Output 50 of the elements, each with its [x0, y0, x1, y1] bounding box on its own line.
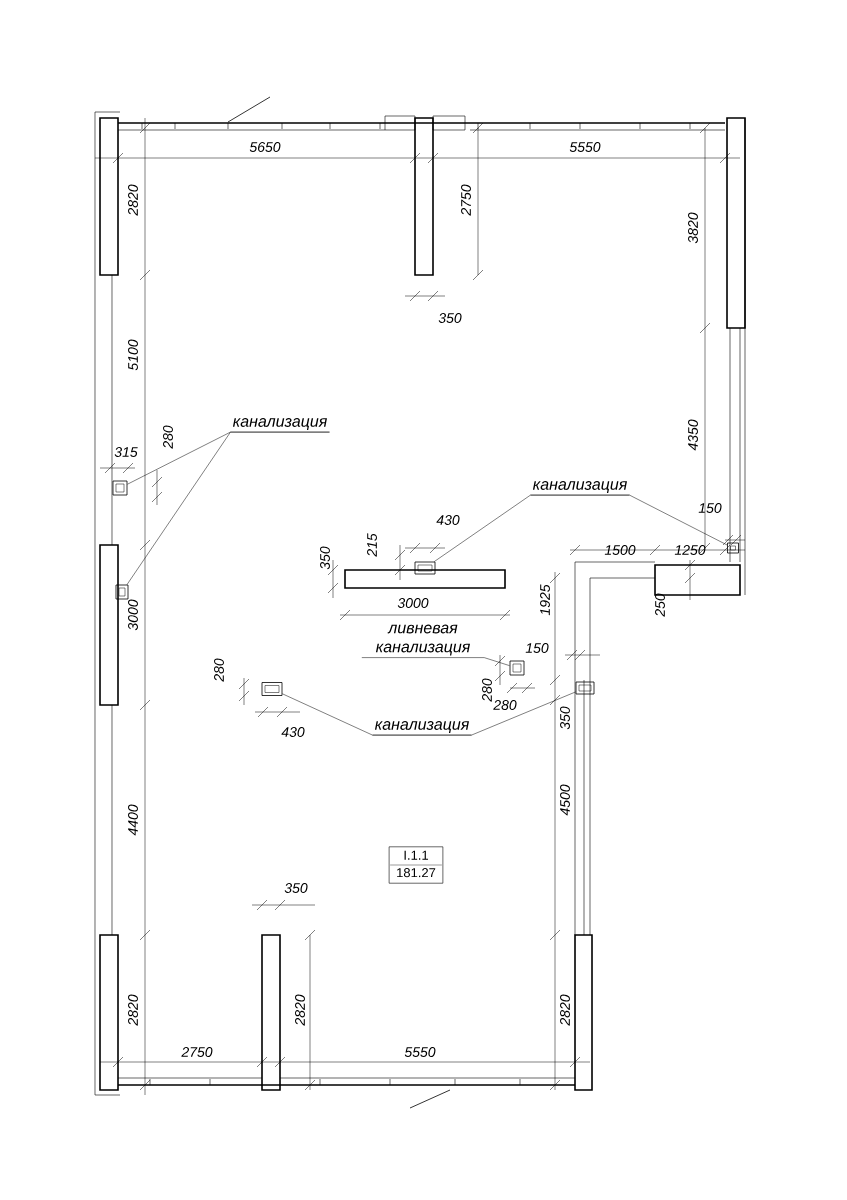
dimension-text: 250 — [655, 593, 665, 617]
leader-line — [126, 431, 330, 585]
dimension-text: 5550 — [569, 142, 601, 152]
dimension-text: 3820 — [688, 212, 698, 244]
dimension-text: 1500 — [604, 545, 636, 555]
dimension-text: 350 — [560, 706, 570, 730]
dimension-text: 4500 — [560, 784, 570, 816]
dimension-text: 280 — [493, 700, 517, 710]
dimension-text: 350 — [284, 883, 308, 893]
dimension-text: 4350 — [688, 419, 698, 451]
dimension-text: 2820 — [128, 994, 138, 1026]
dimension-text: 4400 — [128, 804, 138, 836]
dimension-text: 350 — [320, 546, 330, 570]
dimension-text: 215 — [367, 533, 377, 557]
dimension-text: 1925 — [540, 584, 550, 616]
leader-line — [530, 494, 728, 546]
dimension-text: 2750 — [461, 184, 471, 216]
drain-box — [112, 480, 128, 496]
dimension-text: 350 — [438, 313, 462, 323]
room-tag: I.1.1 181.27 — [388, 846, 444, 884]
dimension-text: 5550 — [404, 1047, 436, 1057]
callout-text: канализация — [532, 481, 627, 493]
dimension-text: 150 — [698, 503, 722, 513]
drain-box — [509, 660, 525, 676]
dimension-text: 2750 — [181, 1047, 213, 1057]
callout-text: канализация — [374, 721, 469, 733]
dimension-text: 280 — [482, 678, 492, 702]
dimension-text: 2820 — [128, 184, 138, 216]
drain-box — [115, 584, 129, 600]
dimension-text: 5100 — [128, 339, 138, 371]
drain-box — [575, 681, 595, 695]
dimension-text: 315 — [114, 447, 138, 457]
dimension-text: 430 — [281, 727, 305, 737]
dimension-text: 5650 — [249, 142, 281, 152]
leader-line — [372, 691, 576, 736]
drain-box — [727, 542, 739, 554]
leader-line — [361, 657, 510, 666]
dimension-text: 430 — [436, 515, 460, 525]
dimension-text: 280 — [163, 425, 173, 449]
callout-text: канализация — [232, 418, 327, 430]
dimension-text: 150 — [525, 643, 549, 653]
dimension-text: 2820 — [560, 994, 570, 1026]
dimension-text: 280 — [214, 658, 224, 682]
dimension-text: 1250 — [674, 545, 706, 555]
dimension-text: 3000 — [128, 599, 138, 631]
drain-box — [414, 561, 436, 575]
dimension-text: 3000 — [397, 598, 429, 608]
dimension-text: 2820 — [295, 994, 305, 1026]
drain-box — [261, 682, 283, 696]
callout-text: ливневая канализация — [375, 624, 470, 656]
